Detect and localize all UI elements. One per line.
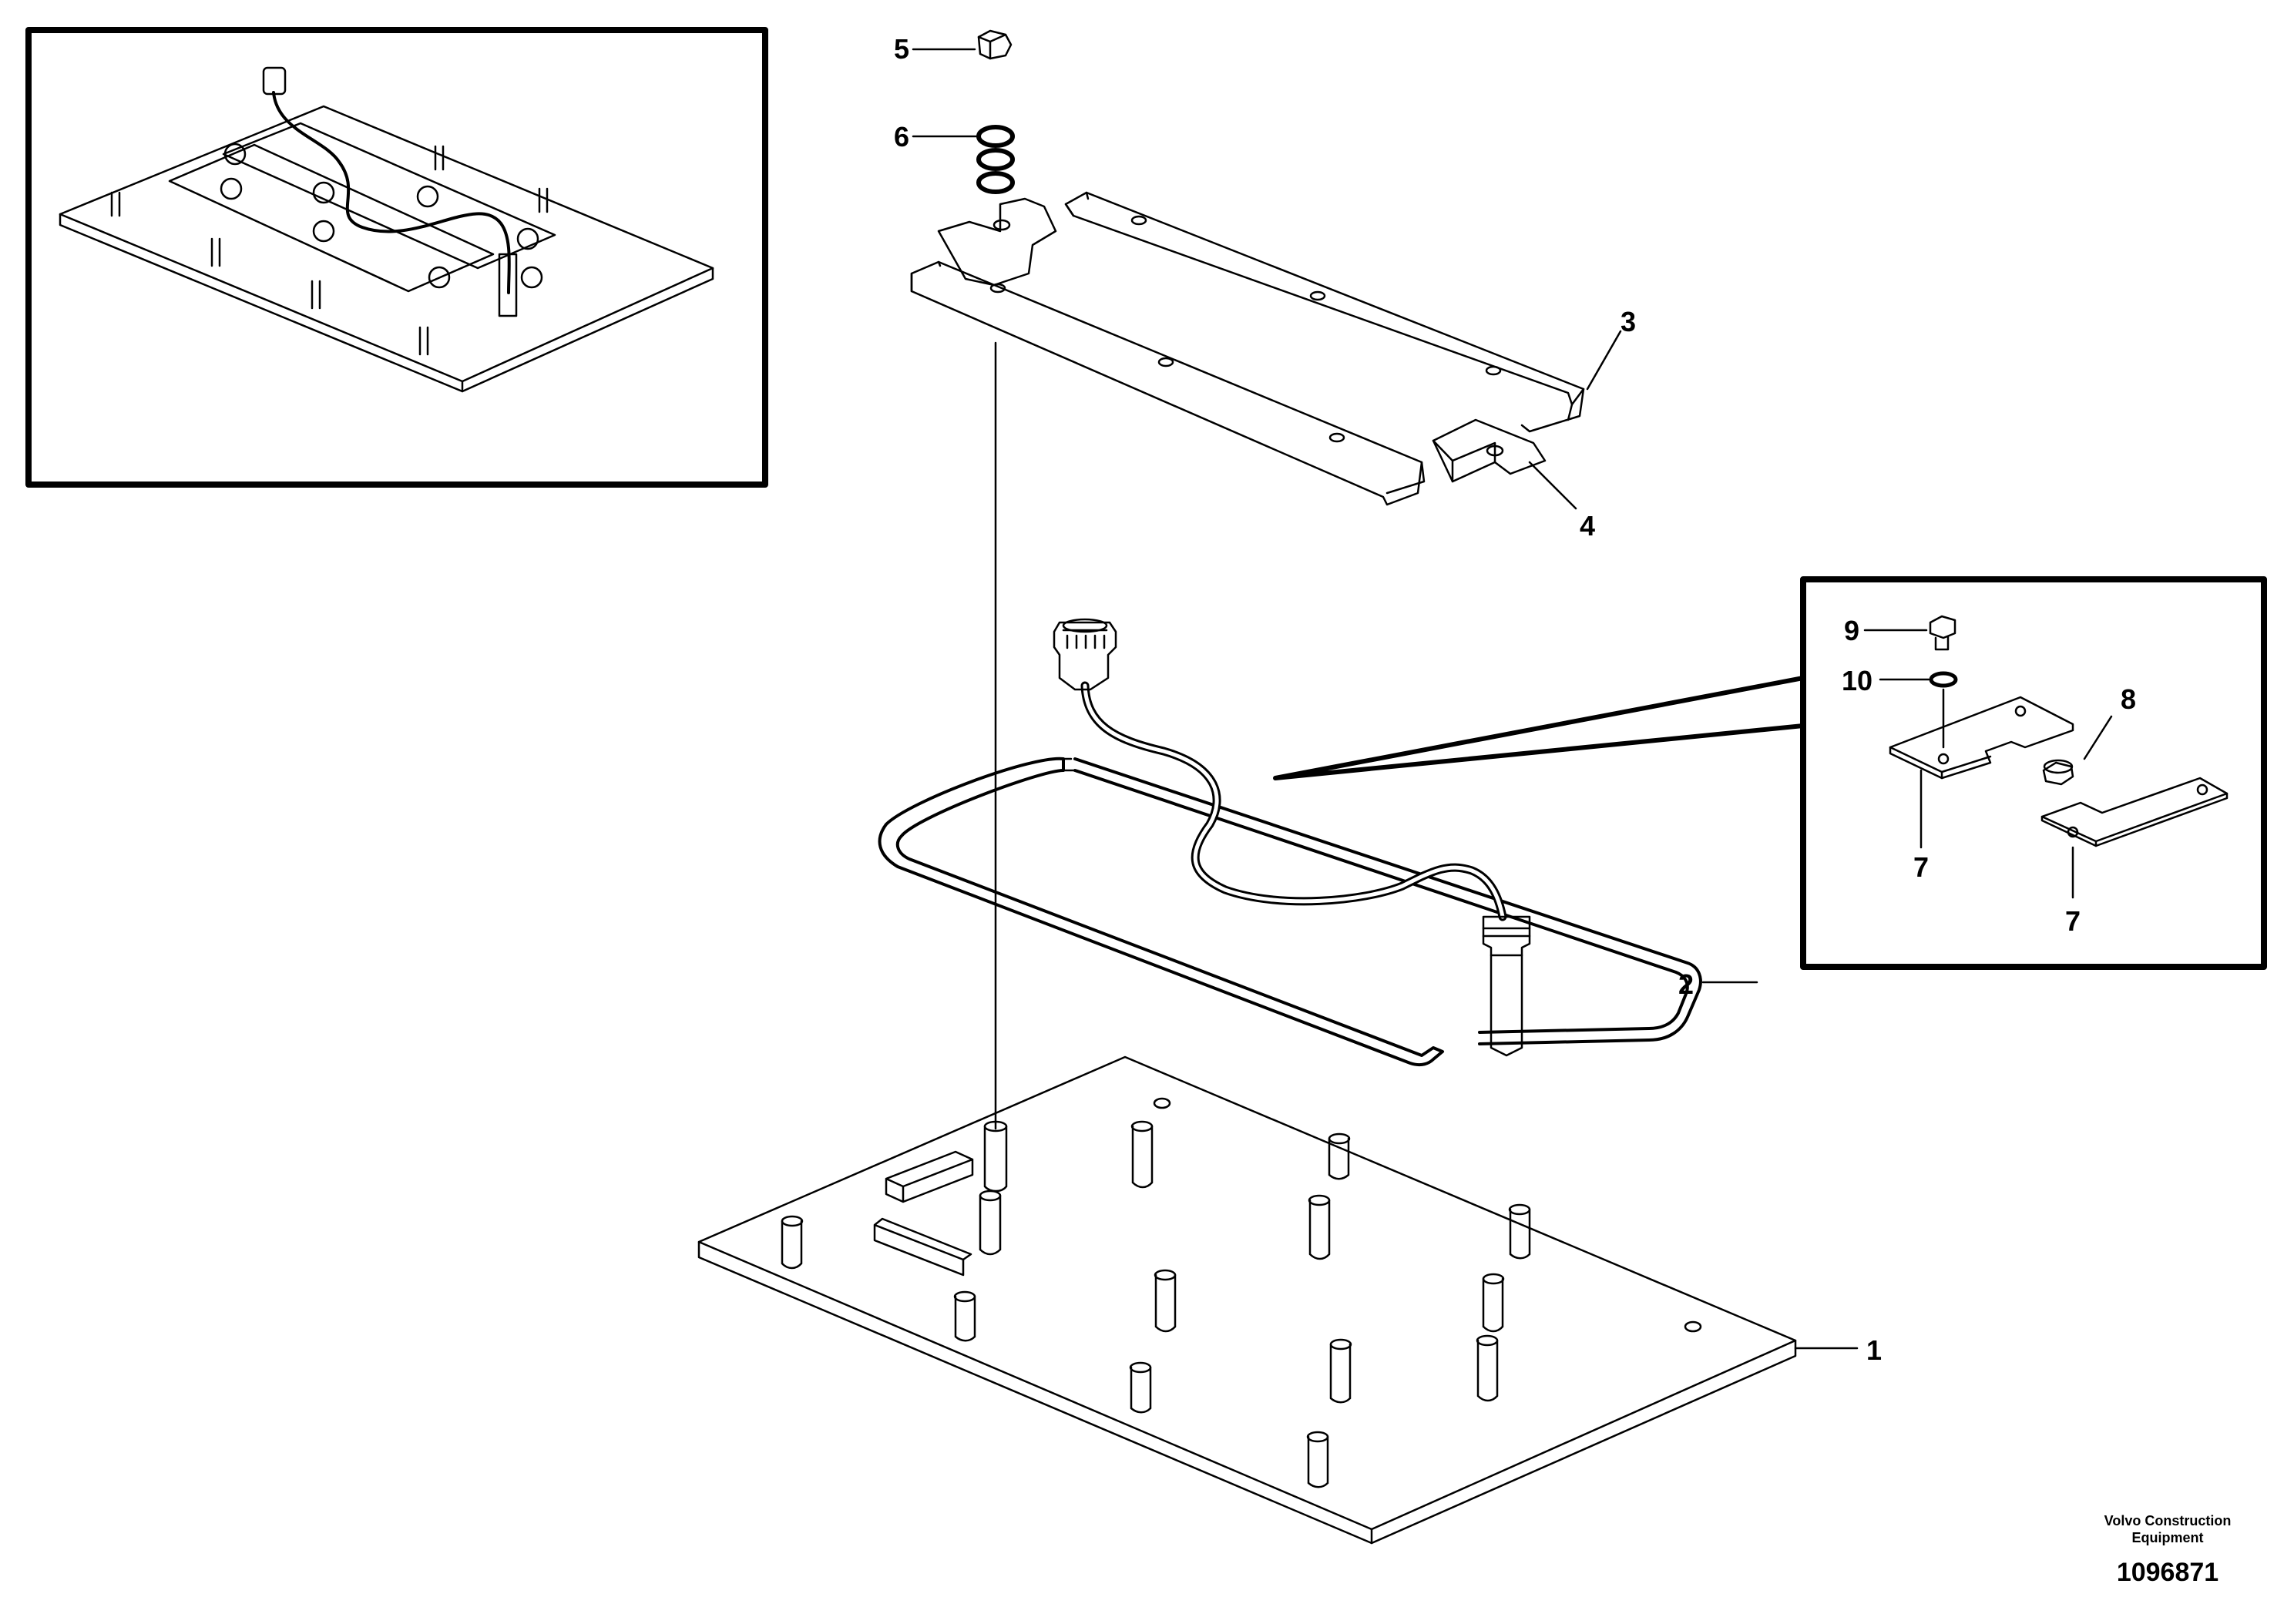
inset-frame-assembled: [25, 27, 768, 488]
document-number: 1096871: [2117, 1558, 2218, 1587]
callout-4: 4: [1580, 510, 1595, 542]
part-2-heater-element: [878, 618, 1758, 1067]
leader-4: [1528, 461, 1577, 510]
assembled-nuts: [220, 143, 543, 289]
part-3-rail-back: [1064, 191, 1622, 433]
assembled-rail-back: [222, 122, 556, 270]
callout-9: 9: [1844, 615, 1859, 646]
callout-10: 10: [1842, 665, 1872, 696]
leader-3: [1586, 330, 1622, 391]
part-5-nut: [912, 29, 1013, 60]
detail-view-inset: [1273, 576, 2267, 970]
callout-5: 5: [894, 33, 909, 65]
assembled-cable: [272, 91, 511, 294]
part-6-washers: [912, 125, 1015, 194]
part-1-base-plate: [697, 1055, 1859, 1545]
rail-front: [910, 197, 1426, 506]
assembled-base-plate: [59, 105, 714, 393]
assembled-pins: [110, 145, 549, 356]
callout-7a: 7: [1913, 851, 1929, 883]
part-4-bracket: [1432, 418, 1577, 510]
assembled-plate-edge: [59, 213, 714, 393]
callout-8: 8: [2121, 683, 2136, 715]
brand-line-2: Equipment: [2132, 1530, 2204, 1545]
brand-line-1: Volvo Construction: [2104, 1513, 2232, 1528]
assembled-connector: [262, 66, 287, 96]
inset-frame-detail: [1800, 576, 2267, 970]
callout-7b: 7: [2065, 905, 2081, 937]
detail-pointer: [1273, 676, 1805, 780]
plate-studs: [781, 1120, 1531, 1488]
assembled-view-inset: [25, 27, 768, 488]
callout-3: 3: [1621, 306, 1636, 337]
callout-6: 6: [894, 121, 909, 153]
leader-8: [2083, 715, 2113, 760]
assembled-sensor: [498, 253, 518, 317]
callout-2: 2: [1678, 968, 1694, 1000]
callout-1: 1: [1866, 1334, 1882, 1366]
